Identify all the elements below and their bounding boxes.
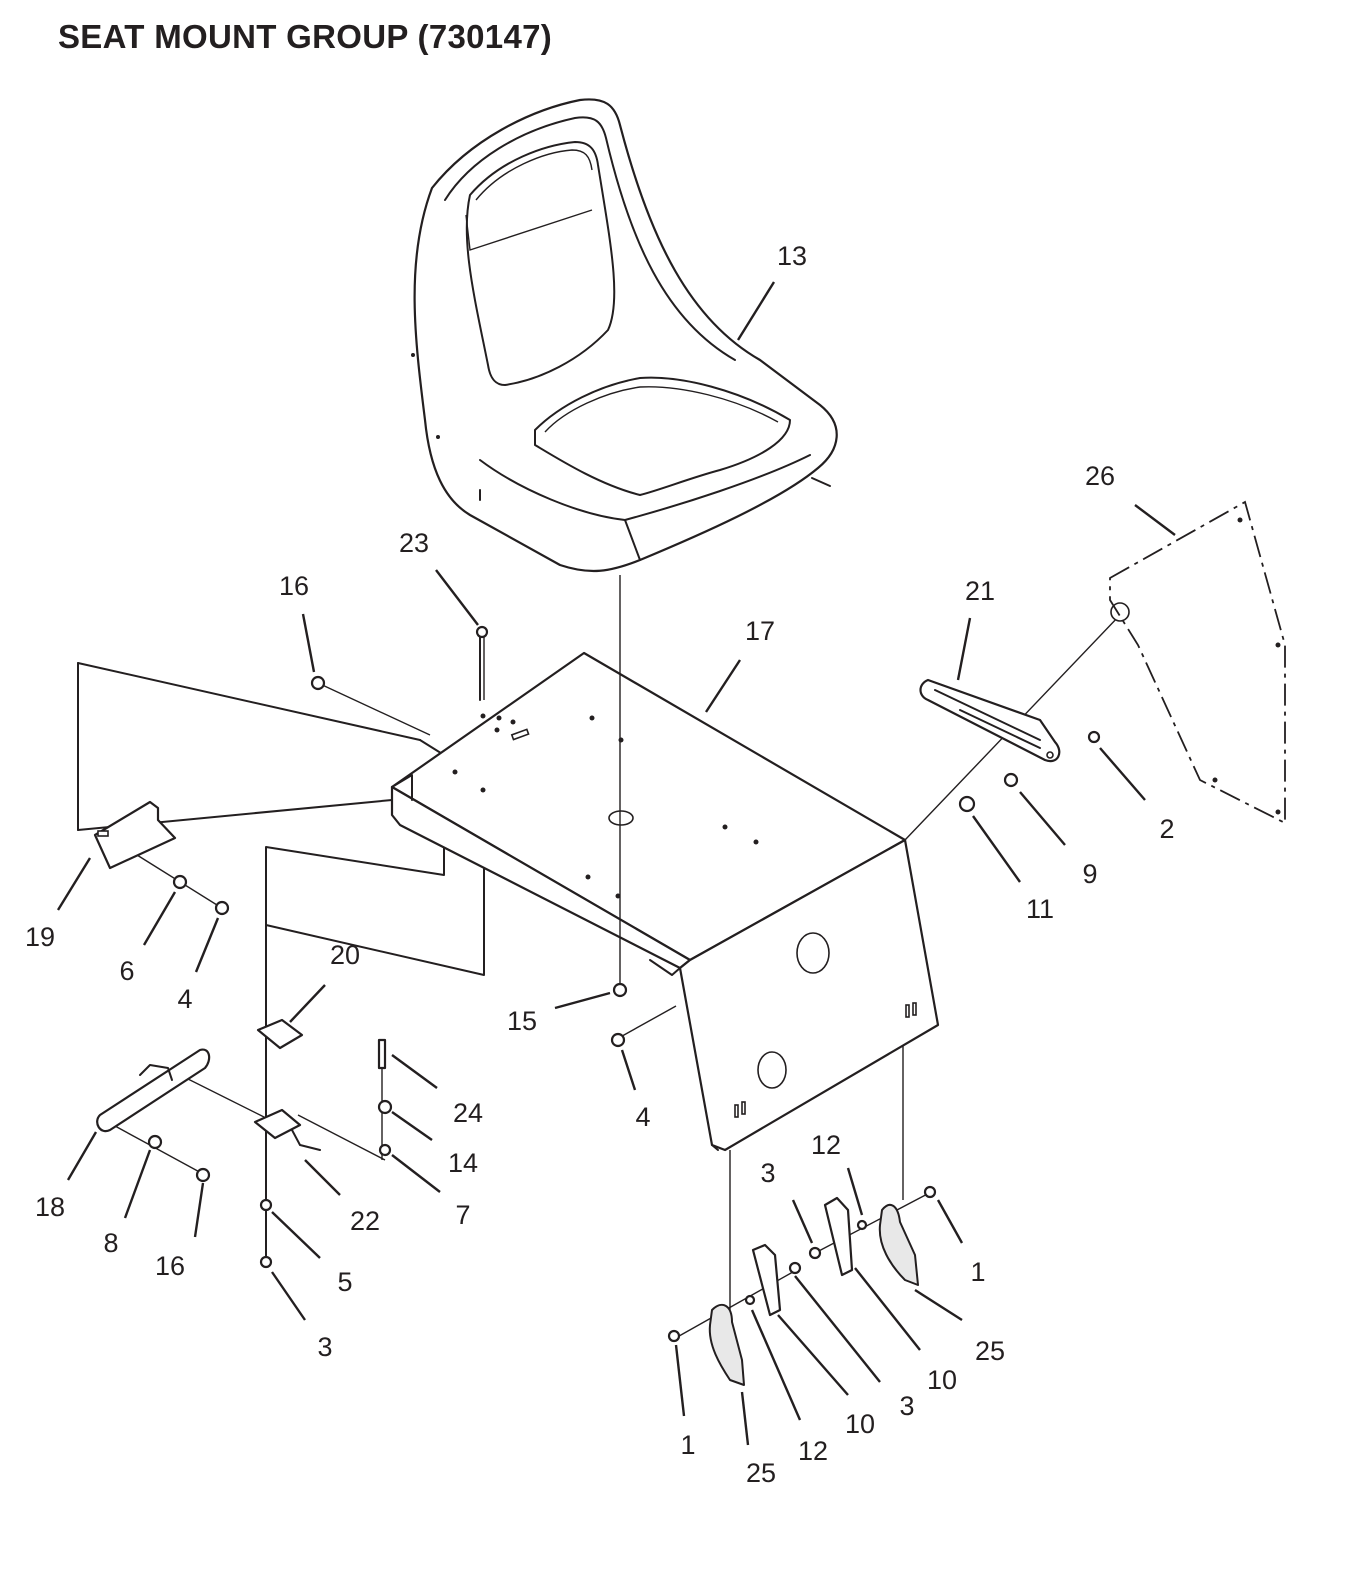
- callout-5: 5: [337, 1267, 352, 1297]
- callout-18: 18: [35, 1192, 65, 1222]
- callout-16: 16: [155, 1251, 185, 1281]
- callout-12: 12: [798, 1436, 828, 1466]
- hardware: [93, 625, 1101, 1386]
- callout-1: 1: [680, 1430, 695, 1460]
- callout-6: 6: [119, 956, 134, 986]
- callout-1: 1: [970, 1257, 985, 1287]
- callout-3: 3: [760, 1158, 775, 1188]
- callout-4: 4: [635, 1102, 650, 1132]
- callout-23: 23: [399, 528, 429, 558]
- slide-rail: [919, 602, 1130, 763]
- leader-lines: [56, 281, 1176, 1446]
- seat: [411, 98, 838, 573]
- callout-14: 14: [448, 1148, 478, 1178]
- callout-20: 20: [330, 940, 360, 970]
- callout-2: 2: [1159, 814, 1174, 844]
- callout-15: 15: [507, 1006, 537, 1036]
- callout-12: 12: [811, 1130, 841, 1160]
- callout-26: 26: [1085, 461, 1115, 491]
- callout-21: 21: [965, 576, 995, 606]
- phantom-panel: [1109, 500, 1286, 825]
- callout-3: 3: [317, 1332, 332, 1362]
- callout-25: 25: [746, 1458, 776, 1488]
- page-title: SEAT MOUNT GROUP (730147): [58, 18, 553, 55]
- callout-17: 17: [745, 616, 775, 646]
- callout-19: 19: [25, 922, 55, 952]
- callout-16: 16: [279, 571, 309, 601]
- callout-7: 7: [455, 1200, 470, 1230]
- callout-11: 11: [1026, 894, 1054, 924]
- callout-8: 8: [103, 1228, 118, 1258]
- callout-10: 10: [845, 1409, 875, 1439]
- callout-24: 24: [453, 1098, 483, 1128]
- callout-13: 13: [777, 241, 807, 271]
- callout-4: 4: [177, 984, 192, 1014]
- seat-pan: [390, 651, 940, 1152]
- callouts: 13 26 23 16 17 21 2 9 11 19 6 4 20 15 4 …: [25, 241, 1175, 1488]
- back-panel-outline: [77, 662, 485, 1263]
- callout-22: 22: [350, 1206, 380, 1236]
- callout-10: 10: [927, 1365, 957, 1395]
- callout-25: 25: [975, 1336, 1005, 1366]
- callout-9: 9: [1082, 859, 1097, 889]
- callout-3: 3: [899, 1391, 914, 1421]
